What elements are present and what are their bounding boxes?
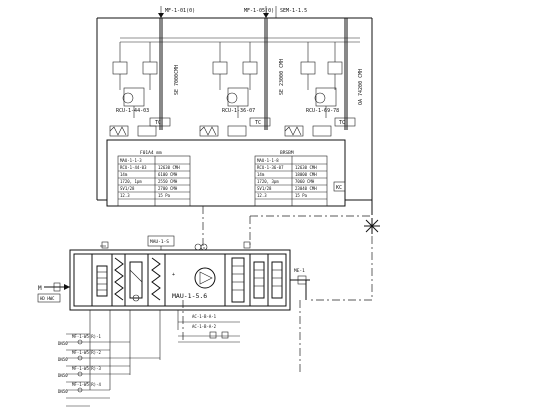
pipe-row: MF-1-W5(R)-4 DN50 <box>58 382 110 394</box>
filter-bank-row <box>107 125 345 141</box>
kc-tag: KC <box>336 185 342 191</box>
schedule-title: F01A4 mm <box>140 150 162 156</box>
pipe-row: MF-1-W5(R)-3 DN50 <box>58 366 130 378</box>
schedule-cell: 2550 CMH <box>158 179 178 184</box>
pipe-label: MF-1-W5(R)-1 <box>72 334 101 339</box>
pipe-size: DN50 <box>58 341 68 346</box>
room-module-2: RCU-1-36-07 TC <box>212 42 271 127</box>
valve-assembly: AC-1-B-A-1 AC-1-B-A-2 <box>177 310 240 343</box>
schedule-cell: 12630 CMH <box>158 165 180 170</box>
riser-label: SE 23000 CMH <box>279 59 285 95</box>
pipe-label: MF-1-W5(R)-3 <box>72 366 101 371</box>
schedule-cell: 14m <box>257 172 265 177</box>
schedule-cell: 6100 CMH <box>158 172 178 177</box>
schedule-title: BRSBM <box>280 150 294 156</box>
riser-label: OA 74200 CMH <box>358 69 364 105</box>
pipe-size: DN50 <box>58 389 68 394</box>
inlet-label: M <box>38 285 42 292</box>
pipe-size: DN50 <box>58 357 68 362</box>
svg-text:TC: TC <box>339 120 345 126</box>
schedule-cell: 15 Pa <box>158 193 171 198</box>
room-module-1: RCU-1-44-03 TC <box>112 42 171 127</box>
schedule-cell: RCU-1-36-07 <box>257 165 284 170</box>
schedule-cell: 7060 CMH <box>295 179 315 184</box>
schedule-cell: 15 Pa <box>295 193 308 198</box>
schedule-cell: 23040 CMH <box>295 186 317 191</box>
schedule-cell: 18000 CMH <box>295 172 317 177</box>
upper-system-frame: MF-1-01(0) MF-1-05(0) SEM-1-1.5 SE 7000C… <box>96 6 373 215</box>
schedule-cell: SV1/28 <box>120 186 135 191</box>
svg-text:MAU-1-S: MAU-1-S <box>150 239 169 245</box>
inlet-box-label: HD HWC <box>40 296 55 301</box>
air-handling-unit: MAU-1-5.6 + <box>69 249 291 311</box>
top-label: SEM-1-1.5 <box>280 8 307 14</box>
schedule-cell: MAU-1-1-8 <box>257 158 279 163</box>
schedule-left: F01A4 mm MAU-1-1-3 RCU-1-44-03 12630 CMH… <box>117 150 191 207</box>
schedule-cell: MAU-1-1-3 <box>120 158 142 163</box>
riser-label: SE 7000CMH <box>174 65 180 95</box>
supply-outlet: ME-1 <box>290 268 310 300</box>
svg-text:TC: TC <box>255 120 261 126</box>
unit-label: MAU-1-5.6 <box>172 292 207 300</box>
pipe-size: DN50 <box>58 373 68 378</box>
schedule-cell: 1720, 1pm <box>120 179 142 184</box>
control-cabinet: F01A4 mm MAU-1-1-3 RCU-1-44-03 12630 CMH… <box>106 139 346 207</box>
room-module-3: RCU-1-69-78 TC <box>300 42 356 127</box>
schedule-right: BRSBM MAU-1-1-8 RCU-1-36-07 12630 CMH 14… <box>254 150 328 207</box>
schedule-cell: 12.3 <box>257 193 267 198</box>
air-inlet: M HD HWC <box>37 282 70 303</box>
duct-tag: ME-1 <box>294 268 305 274</box>
room-tag: RCU-1-69-78 <box>306 108 339 114</box>
pipe-row: MF-1-W5(R)-2 DN50 <box>58 350 160 362</box>
schedule-cell: 1720, 3pm <box>257 179 279 184</box>
branch-piping: MF-1-W5(R)-1 DN50 MF-1-W5(R)-2 DN50 MF-1… <box>58 310 161 407</box>
schedule-cell: 12630 CMH <box>295 165 317 170</box>
room-tag: RCU-1-44-03 <box>116 108 149 114</box>
schedule-cell: 2700 CMH <box>158 186 178 191</box>
pipe-label: MF-1-W5(R)-4 <box>72 382 101 387</box>
schedule-cell: 12.3 <box>120 193 130 198</box>
schedule-cell: 14m <box>120 172 128 177</box>
room-tag: RCU-1-36-07 <box>222 108 255 114</box>
pipe-row: MF-1-W5(R)-1 DN50 <box>58 334 130 346</box>
top-label: MF-1-01(0) <box>165 8 195 14</box>
junction-star <box>364 218 380 234</box>
svg-text:TC: TC <box>155 120 161 126</box>
svg-text:+: + <box>172 272 175 278</box>
branch-tag: AC-1-B-A-2 <box>192 324 217 329</box>
branch-tag: AC-1-B-A-1 <box>192 314 217 319</box>
schedule-cell: SV1/28 <box>257 186 272 191</box>
pipe-label: MF-1-W5(R)-2 <box>72 350 101 355</box>
control-wiring <box>182 206 373 375</box>
top-label: MF-1-05(0) <box>244 8 274 14</box>
schedule-cell: RCU-1-44-03 <box>120 165 147 170</box>
upper-unit-tag: MAU-1-S <box>100 235 251 251</box>
